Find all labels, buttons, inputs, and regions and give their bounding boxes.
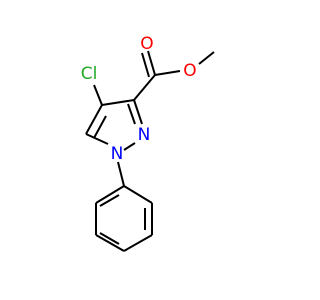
bond-c5-n1	[85, 133, 109, 145]
bond-n1-cipso	[117, 161, 125, 187]
bond-ccarbonyl-oester	[154, 70, 181, 76]
bond-ph-4	[95, 234, 125, 252]
bond-ph-1	[123, 185, 153, 204]
bond-c3-ccarbonyl	[133, 74, 156, 101]
bond-ph-3	[123, 234, 153, 252]
chlorine-label: Cl	[81, 64, 98, 84]
bond-c4-c5	[85, 104, 103, 135]
carbonyl-oxygen-label: O	[140, 34, 153, 54]
bond-c3-n2	[133, 99, 143, 125]
bond-c4-c3	[101, 99, 135, 106]
ester-oxygen-label: O	[183, 61, 196, 81]
bond-ph-6	[95, 185, 125, 204]
structure-svg: Cl O O N N	[81, 34, 215, 252]
bond-oester-methyl	[198, 51, 215, 65]
nitrogen-n1-label: N	[111, 144, 124, 164]
bond-n2-n1	[123, 142, 136, 151]
bond-c3-n2-inner	[127, 103, 136, 125]
bond-carbonyl-double-b	[141, 52, 150, 78]
nitrogen-n2-label: N	[138, 125, 151, 145]
molecule-diagram: Cl O O N N	[81, 34, 215, 252]
bond-carbonyl-double-a	[147, 50, 156, 76]
bond-ph-inner-c	[99, 194, 120, 207]
bond-c4-cl	[93, 84, 103, 106]
bond-ph-inner-b	[99, 232, 120, 245]
bond-c4-c5-inner	[93, 115, 107, 139]
